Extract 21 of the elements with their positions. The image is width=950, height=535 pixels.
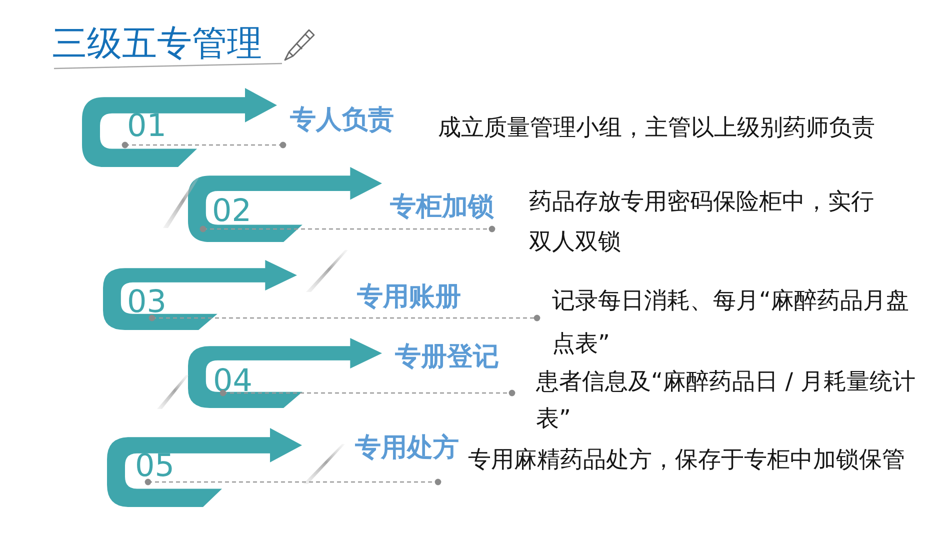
step-heading: 专用账册 bbox=[357, 282, 461, 314]
step-heading: 专用处方 bbox=[355, 433, 459, 464]
page-title: 三级五专管理 bbox=[52, 23, 262, 65]
step-number: 05 bbox=[135, 451, 174, 482]
step-description: 成立质量管理小组，主管以上级别药师负责 bbox=[438, 114, 876, 143]
step-number: 02 bbox=[212, 196, 252, 227]
curved-arrow-shape bbox=[188, 338, 382, 408]
step-description: 药品存放专用密码保险柜中，实行双人双锁 bbox=[529, 188, 875, 257]
step-heading: 专册登记 bbox=[395, 342, 499, 374]
step-description: 专用麻精药品处方，保存于专柜中加锁保管 bbox=[468, 446, 906, 475]
curved-arrow-shape bbox=[188, 167, 382, 242]
curved-arrow-shape bbox=[103, 260, 297, 330]
step-description: 患者信息及“麻醉药品日 / 月耗量统计表” bbox=[536, 368, 916, 434]
step-heading: 专柜加锁 bbox=[390, 192, 494, 224]
curved-arrow-shape bbox=[82, 88, 277, 167]
step-number: 03 bbox=[127, 287, 166, 318]
step-heading: 专人负责 bbox=[290, 105, 394, 136]
step-number: 04 bbox=[213, 366, 252, 397]
step-description: 记录每日消耗、每月“麻醉药品月盘点表” bbox=[552, 287, 910, 359]
step-number: 01 bbox=[127, 111, 166, 142]
curved-arrow-shape bbox=[107, 428, 302, 507]
